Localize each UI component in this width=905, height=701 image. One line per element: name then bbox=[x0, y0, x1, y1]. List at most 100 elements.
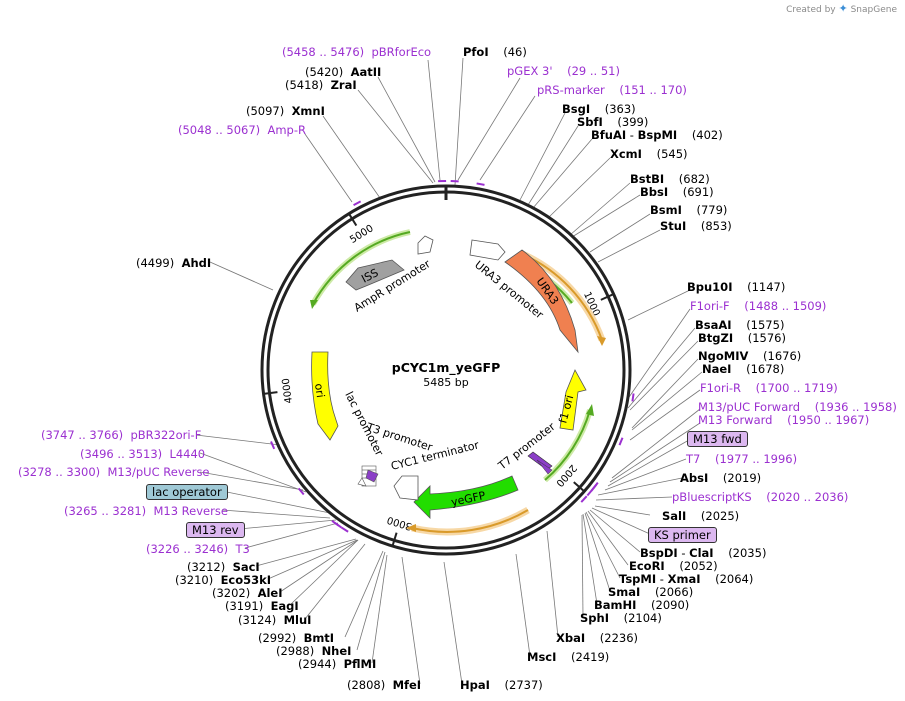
enzyme-pflmi[interactable]: (2944) PflMI bbox=[298, 657, 377, 671]
enzyme-bsmi[interactable]: BsmI (779) bbox=[650, 203, 728, 217]
scale-tick bbox=[573, 481, 585, 493]
primer-mark bbox=[353, 200, 362, 206]
primer-mark bbox=[586, 488, 594, 497]
plasmid-title-block: pCYC1m_yeGFP 5485 bp bbox=[346, 360, 546, 389]
enzyme-smai[interactable]: SmaI (2066) bbox=[608, 585, 694, 599]
enzyme-ngomiv[interactable]: NgoMIV (1676) bbox=[698, 349, 802, 363]
t7-green-arrowhead bbox=[586, 404, 594, 416]
enzyme-naei[interactable]: NaeI (1678) bbox=[702, 362, 785, 376]
enzyme-bfuai[interactable]: BfuAI - BspMI (402) bbox=[591, 128, 723, 142]
scale-tick bbox=[600, 293, 615, 301]
ura3-feature[interactable] bbox=[504, 249, 579, 354]
enzyme-hpai[interactable]: HpaI (2737) bbox=[460, 678, 543, 692]
enzyme-sbfi[interactable]: SbfI (399) bbox=[577, 115, 649, 129]
primer-t3[interactable]: (3226 .. 3246) T3 bbox=[146, 542, 250, 556]
ori-label: ori bbox=[312, 383, 327, 399]
enzyme-alei[interactable]: (3202) AleI bbox=[212, 586, 283, 600]
yegfp-orange-arc bbox=[411, 509, 529, 533]
primer-mark bbox=[297, 487, 305, 496]
primer-mark bbox=[631, 393, 635, 402]
enzyme-bpu10i[interactable]: Bpu10I (1147) bbox=[687, 280, 786, 294]
enzyme-bbsi[interactable]: BbsI (691) bbox=[640, 185, 714, 199]
enzyme-sali[interactable]: SalI (2025) bbox=[662, 509, 740, 523]
enzyme-tspmi[interactable]: TspMI - XmaI (2064) bbox=[619, 572, 754, 586]
primer-marks bbox=[270, 179, 635, 533]
enzyme-xcmi[interactable]: XcmI (545) bbox=[610, 147, 688, 161]
primer-m13-forward[interactable]: M13 Forward (1950 .. 1967) bbox=[698, 413, 870, 427]
primer-mark bbox=[340, 526, 349, 533]
primer-mark bbox=[476, 182, 485, 186]
snapgene-logo-icon: ✦ bbox=[838, 2, 848, 15]
primer-pgex3[interactable]: pGEX 3' (29 .. 51) bbox=[507, 64, 620, 78]
primer-m13-puc-reverse[interactable]: (3278 .. 3300) M13/pUC Reverse bbox=[18, 465, 210, 479]
scale-tick-label: 4000 bbox=[281, 377, 295, 404]
enzyme-zrai[interactable]: (5418) ZraI bbox=[285, 78, 357, 92]
ura3-orf-arrowhead bbox=[597, 336, 606, 346]
ampr-promoter-feature[interactable] bbox=[417, 235, 434, 255]
enzyme-bmti[interactable]: (2992) BmtI bbox=[258, 631, 335, 645]
snapgene-watermark: Created by ✦ SnapGene bbox=[786, 2, 897, 15]
enzyme-xbai[interactable]: XbaI (2236) bbox=[556, 631, 639, 645]
enzyme-stui[interactable]: StuI (853) bbox=[660, 219, 732, 233]
scale-tick-label: 5000 bbox=[348, 223, 375, 246]
plasmid-size: 5485 bp bbox=[423, 376, 469, 389]
ura3-promoter-feature[interactable] bbox=[469, 239, 506, 261]
enzyme-bamhi[interactable]: BamHI (2090) bbox=[594, 598, 690, 612]
enzyme-mfei[interactable]: (2808) MfeI bbox=[347, 678, 422, 692]
primer-mark bbox=[580, 495, 588, 503]
ampr-green-arc bbox=[312, 231, 411, 305]
scale-tick bbox=[348, 213, 358, 227]
yegfp-feature[interactable] bbox=[413, 475, 519, 519]
enzyme-msci[interactable]: MscI (2419) bbox=[527, 650, 610, 664]
enzyme-saci[interactable]: (3212) SacI bbox=[187, 560, 260, 574]
cyc1-terminator-feature[interactable] bbox=[393, 475, 419, 501]
enzyme-eagi[interactable]: (3191) EagI bbox=[225, 599, 299, 613]
enzyme-eco53ki[interactable]: (3210) Eco53kI bbox=[175, 573, 272, 587]
feature-layer bbox=[310, 229, 606, 536]
primer-m13-rev-box[interactable]: M13 rev bbox=[186, 522, 245, 538]
primer-ks-box[interactable]: KS primer bbox=[648, 527, 717, 543]
enzyme-ahdi[interactable]: (4499) AhdI bbox=[136, 256, 212, 270]
enzyme-bstbi[interactable]: BstBI (682) bbox=[630, 172, 710, 186]
snapgene-brand: SnapGene bbox=[850, 5, 897, 15]
plasmid-name: pCYC1m_yeGFP bbox=[391, 360, 501, 375]
primer-amp-r[interactable]: (5048 .. 5067) Amp-R bbox=[178, 123, 306, 137]
enzyme-btgzi[interactable]: BtgZI (1576) bbox=[698, 331, 786, 345]
created-by-text: Created by bbox=[786, 5, 836, 15]
primer-l4440[interactable]: (3496 .. 3513) L4440 bbox=[80, 447, 206, 461]
t7-green-arc bbox=[544, 409, 591, 481]
enzyme-xmni[interactable]: (5097) XmnI bbox=[246, 104, 325, 118]
enzyme-aatii[interactable]: (5420) AatII bbox=[305, 65, 382, 79]
primer-t7[interactable]: T7 (1977 .. 1996) bbox=[686, 452, 798, 466]
primer-mark bbox=[270, 441, 276, 450]
lac-operator-box[interactable]: lac operator bbox=[146, 484, 228, 500]
enzyme-absi[interactable]: AbsI (2019) bbox=[680, 471, 762, 485]
primer-m13-puc-forward[interactable]: M13/pUC Forward (1936 .. 1958) bbox=[698, 400, 897, 414]
primer-pbr322ori-f[interactable]: (3747 .. 3766) pBR322ori-F bbox=[41, 428, 202, 442]
t7-promoter-mark bbox=[536, 459, 553, 475]
primer-m13-reverse[interactable]: (3265 .. 3281) M13 Reverse bbox=[64, 504, 228, 518]
yegfp-orange-arrowhead bbox=[406, 524, 416, 532]
primer-pbrforeco[interactable]: (5458 .. 5476) pBRforEco bbox=[282, 45, 432, 59]
primer-pbluescriptks[interactable]: pBluescriptKS (2020 .. 2036) bbox=[672, 490, 849, 504]
iss-feature[interactable] bbox=[345, 259, 405, 291]
enzyme-pfoi[interactable]: PfoI (46) bbox=[463, 45, 527, 59]
primer-m13-fwd-box[interactable]: M13 fwd bbox=[687, 431, 748, 447]
primer-f1ori-f[interactable]: F1ori-F (1488 .. 1509) bbox=[690, 299, 827, 313]
enzyme-bsaai[interactable]: BsaAI (1575) bbox=[695, 318, 785, 332]
primer-mark bbox=[618, 437, 624, 446]
enzyme-sphi[interactable]: SphI (2104) bbox=[580, 611, 662, 625]
primer-prs-marker[interactable]: pRS-marker (151 .. 170) bbox=[537, 83, 687, 97]
enzyme-bsgi[interactable]: BsgI (363) bbox=[562, 102, 636, 116]
ori-feature[interactable] bbox=[311, 351, 339, 441]
leader-lines bbox=[195, 57, 703, 685]
primer-f1ori-r[interactable]: F1ori-R (1700 .. 1719) bbox=[700, 381, 838, 395]
enzyme-mlui[interactable]: (3124) MluI bbox=[238, 613, 312, 627]
enzyme-bspdi[interactable]: BspDI - ClaI (2035) bbox=[640, 546, 767, 560]
f1-ori-feature[interactable] bbox=[559, 369, 587, 431]
enzyme-nhei[interactable]: (2988) NheI bbox=[276, 644, 352, 658]
ampr-green-arrowhead bbox=[310, 300, 318, 309]
enzyme-ecori[interactable]: EcoRI (2052) bbox=[629, 559, 718, 573]
t3-lac-marks bbox=[357, 465, 379, 487]
